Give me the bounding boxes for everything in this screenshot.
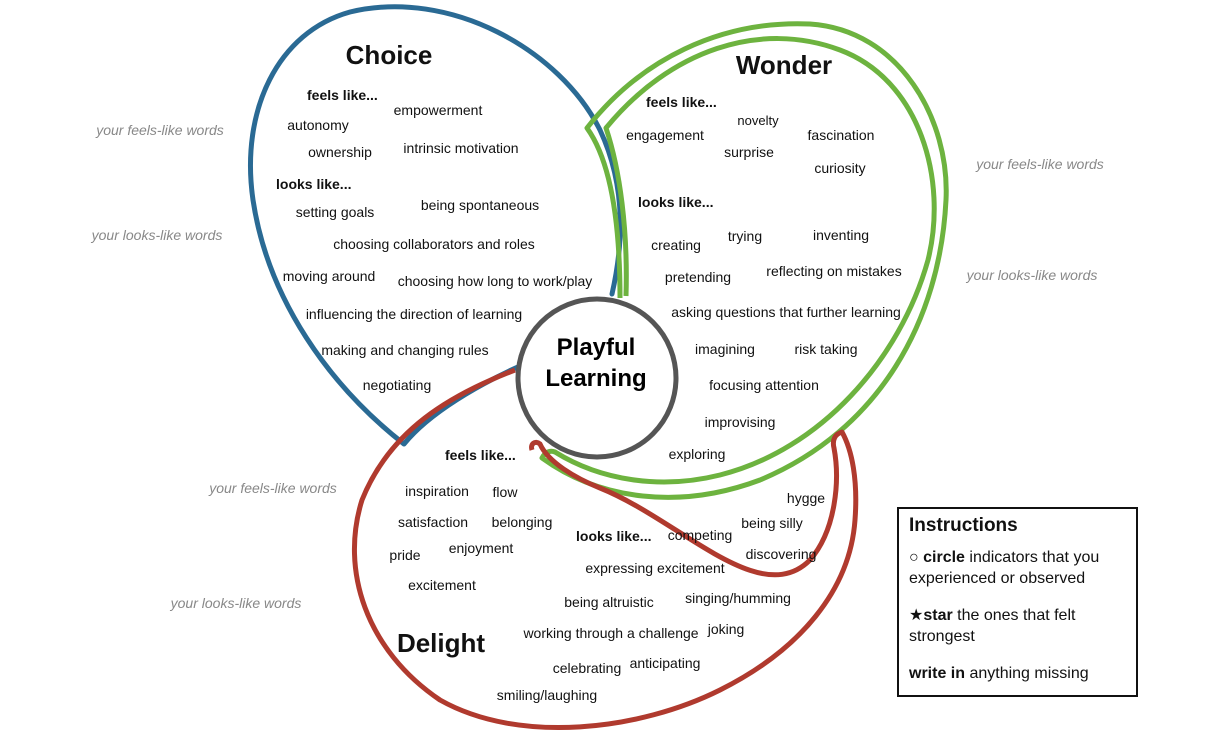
choice-feels-prompt[interactable]: your feels-like words (96, 122, 224, 138)
wonder-feels-item: novelty (737, 113, 779, 128)
delight-feels-item: satisfaction (397, 514, 469, 530)
delight-feels-item: enjoyment (448, 540, 514, 556)
instruction-star-text: the ones that felt strongest (909, 607, 1076, 645)
delight-looks-item: anticipating (629, 655, 701, 671)
choice-title: Choice (345, 40, 433, 70)
delight-feels-item: pride (389, 547, 421, 563)
wonder-looks-label: looks like... (638, 194, 714, 210)
delight-petal (352, 367, 859, 731)
delight-feels-item: flow (492, 484, 518, 500)
choice-looks-label: looks like... (276, 176, 352, 192)
delight-feels-prompt[interactable]: your feels-like words (209, 480, 337, 496)
delight-title: Delight (396, 628, 486, 658)
wonder-feels-item: fascination (807, 127, 875, 143)
instruction-circle-text: indicators that you experienced or obser… (909, 549, 1100, 587)
wonder-looks-item: inventing (812, 227, 870, 243)
instructions-heading: Instructions (909, 515, 1018, 536)
delight-looks-item: smiling/laughing (496, 687, 598, 703)
wonder-feels-item: engagement (626, 127, 704, 143)
wonder-looks-item: pretending (664, 269, 732, 285)
choice-looks-prompt[interactable]: your looks-like words (91, 227, 223, 243)
delight-looks-item: singing/humming (685, 590, 791, 606)
wonder-looks-item: trying (727, 228, 763, 244)
delight-looks-item: joking (707, 621, 745, 637)
choice-looks-item: making and changing rules (321, 342, 489, 358)
choice-feels-item: ownership (308, 144, 372, 160)
delight-looks-item: discovering (745, 546, 817, 562)
wonder-looks-item: focusing attention (709, 377, 819, 393)
choice-looks-item: being spontaneous (420, 197, 540, 213)
wonder-looks-prompt[interactable]: your looks-like words (966, 267, 1098, 283)
delight-looks-item: competing (667, 527, 733, 543)
wonder-looks-item: creating (651, 237, 701, 253)
delight-looks-label: looks like... (576, 528, 652, 544)
delight-feels-item: belonging (491, 514, 553, 530)
choice-feels-label: feels like... (307, 87, 378, 103)
center-line-2: Learning (545, 365, 647, 392)
wonder-looks-item: imagining (695, 341, 755, 357)
instruction-circle-bold: circle (923, 549, 965, 566)
wonder-feels-prompt[interactable]: your feels-like words (976, 156, 1104, 172)
delight-looks-item: hygge (786, 490, 826, 506)
wonder-feels-label: feels like... (646, 94, 717, 110)
star-icon: ★ (909, 607, 924, 624)
choice-looks-item: negotiating (362, 377, 432, 393)
wonder-looks-item: risk taking (794, 341, 858, 357)
wonder-looks-item: asking questions that further learning (671, 304, 901, 320)
delight-looks-item: celebrating (552, 660, 622, 676)
instruction-write-text: anything missing (965, 665, 1089, 682)
choice-feels-item: autonomy (287, 117, 349, 133)
delight-looks-prompt[interactable]: your looks-like words (170, 595, 302, 611)
wonder-looks-item: reflecting on mistakes (766, 263, 902, 279)
circle-icon: ○ (909, 549, 919, 566)
choice-feels-item: empowerment (393, 102, 483, 118)
instruction-write-bold: write in (909, 665, 966, 682)
choice-looks-item: influencing the direction of learning (305, 306, 523, 322)
wonder-feels-item: curiosity (814, 160, 866, 176)
choice-looks-item: choosing collaborators and roles (333, 236, 535, 252)
instruction-star-bold: star (923, 607, 953, 624)
choice-looks-item: moving around (282, 268, 376, 284)
delight-looks-item: expressing excitement (585, 560, 725, 576)
instruction-star: ★star the ones that felt strongest (909, 605, 1126, 647)
center-label: Playful Learning (520, 332, 672, 394)
wonder-looks-item: improvising (704, 414, 776, 430)
choice-looks-item: setting goals (295, 204, 375, 220)
instruction-circle: ○ circle indicators that you experienced… (909, 547, 1126, 589)
delight-feels-item: inspiration (405, 483, 469, 499)
center-circle (515, 296, 679, 460)
delight-feels-label: feels like... (445, 447, 516, 463)
wonder-title: Wonder (735, 50, 833, 80)
center-line-1: Playful (556, 334, 636, 361)
delight-looks-item: being altruistic (564, 594, 654, 610)
delight-looks-item: working through a challenge (523, 625, 699, 641)
delight-feels-item: excitement (408, 577, 476, 593)
instructions-box: Instructions ○ circle indicators that yo… (897, 507, 1138, 697)
choice-feels-item: intrinsic motivation (403, 140, 519, 156)
delight-looks-item: being silly (741, 515, 803, 531)
wonder-looks-item: exploring (668, 446, 726, 462)
instruction-write: write in anything missing (909, 663, 1126, 684)
choice-looks-item: choosing how long to work/play (397, 273, 593, 289)
wonder-feels-item: surprise (724, 144, 774, 160)
